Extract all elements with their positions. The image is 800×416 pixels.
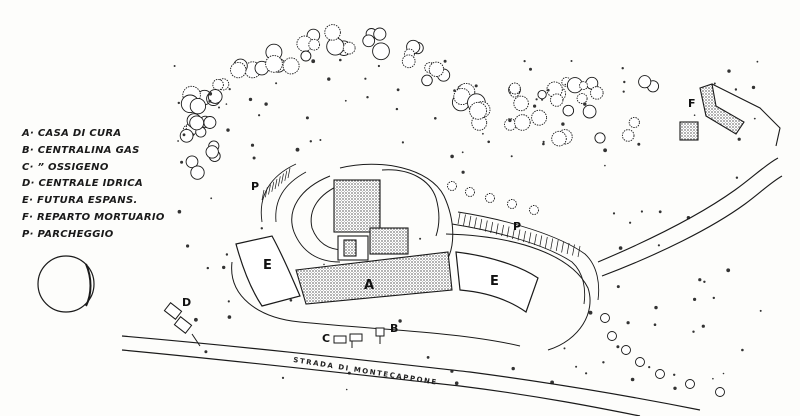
tree-icon bbox=[621, 345, 631, 355]
tree-icon bbox=[185, 155, 199, 169]
tree-icon bbox=[513, 95, 529, 112]
tree-icon bbox=[582, 104, 597, 119]
tree-icon bbox=[550, 93, 564, 107]
tree-icon bbox=[715, 387, 725, 397]
legend-item-c: C· ” OSSIGENO bbox=[22, 161, 109, 173]
label-e-right: E bbox=[490, 274, 499, 289]
tree-icon bbox=[179, 128, 194, 143]
main-road bbox=[121, 335, 701, 416]
legend-item-e: E· FUTURA ESPANS. bbox=[22, 195, 138, 207]
tree-icon bbox=[635, 357, 645, 367]
tree-icon bbox=[485, 193, 495, 203]
tree-icon bbox=[514, 114, 531, 131]
legend-item-b: B· CENTRALINA GAS bbox=[22, 144, 140, 156]
tree-icon bbox=[372, 42, 390, 61]
tree-icon bbox=[590, 86, 604, 100]
tree-icon bbox=[421, 74, 433, 87]
ring-drive bbox=[445, 233, 591, 351]
tree-icon bbox=[324, 24, 341, 41]
tree-icon bbox=[607, 331, 617, 341]
label-a: A bbox=[364, 278, 375, 293]
label-p-left: P bbox=[251, 180, 260, 193]
label-c: C bbox=[322, 332, 331, 345]
tree-icon bbox=[529, 205, 539, 215]
label-f: F bbox=[688, 97, 696, 110]
parking-right bbox=[451, 211, 600, 305]
tree-icon bbox=[308, 38, 321, 51]
tree-icon bbox=[469, 101, 488, 120]
building-a bbox=[295, 179, 453, 305]
parking-left bbox=[260, 163, 307, 223]
legend-item-f: F· REPARTO MORTUARIO bbox=[22, 211, 165, 223]
tree-icon bbox=[465, 187, 475, 197]
building-e-left bbox=[235, 235, 301, 307]
structures-c-b bbox=[333, 327, 385, 348]
tree-icon bbox=[428, 61, 445, 77]
tree-icon bbox=[621, 129, 635, 142]
building-e-right bbox=[455, 251, 539, 313]
tree-icon bbox=[600, 313, 610, 323]
structure-d bbox=[163, 302, 201, 347]
tree-icon bbox=[655, 369, 665, 379]
legend-item-d: D· CENTRALE IDRICA bbox=[22, 178, 143, 190]
label-d: D bbox=[182, 296, 192, 309]
tree-icon bbox=[190, 165, 205, 180]
tree-icon bbox=[326, 37, 345, 56]
compass-circle bbox=[37, 255, 95, 313]
building-f bbox=[679, 83, 781, 147]
tree-icon bbox=[507, 199, 517, 209]
tree-icon bbox=[203, 116, 217, 129]
tree-icon bbox=[342, 41, 356, 55]
tree-icon bbox=[447, 181, 457, 191]
access-road bbox=[597, 157, 783, 277]
legend-item-p: P· PARCHEGGIO bbox=[22, 228, 114, 240]
inner-drive bbox=[291, 163, 454, 263]
front-drive bbox=[231, 261, 521, 347]
tree-icon bbox=[551, 130, 567, 147]
tree-icon bbox=[594, 132, 606, 144]
tree-icon bbox=[189, 115, 205, 131]
shrub-dots bbox=[173, 58, 762, 391]
tree-icon bbox=[579, 81, 588, 91]
tree-icon bbox=[205, 145, 219, 159]
tree-icon bbox=[265, 55, 283, 73]
tree-icon bbox=[212, 78, 224, 91]
label-b: B bbox=[390, 322, 399, 335]
tree-icon bbox=[628, 116, 640, 129]
tree-icon bbox=[685, 379, 695, 389]
tree-icon bbox=[638, 75, 652, 89]
tree-icon bbox=[562, 104, 575, 117]
tree-icon bbox=[531, 109, 548, 126]
tree-icon bbox=[189, 97, 207, 115]
tree-canopy bbox=[179, 24, 725, 397]
tree-icon bbox=[401, 54, 416, 69]
tree-icon bbox=[300, 50, 312, 62]
tree-icon bbox=[282, 57, 300, 75]
label-e-left: E bbox=[263, 258, 272, 273]
legend-item-a: A· CASA DI CURA bbox=[22, 128, 122, 139]
legend: A· CASA DI CURA B· CENTRALINA GAS C· ” O… bbox=[22, 126, 165, 244]
tree-icon bbox=[373, 27, 387, 41]
label-p-right: P bbox=[513, 220, 522, 233]
tree-icon bbox=[508, 82, 521, 95]
tree-icon bbox=[546, 81, 563, 98]
tree-icon bbox=[230, 61, 247, 79]
tree-icon bbox=[576, 93, 588, 104]
tree-icon bbox=[362, 34, 376, 48]
tree-icon bbox=[537, 89, 547, 100]
